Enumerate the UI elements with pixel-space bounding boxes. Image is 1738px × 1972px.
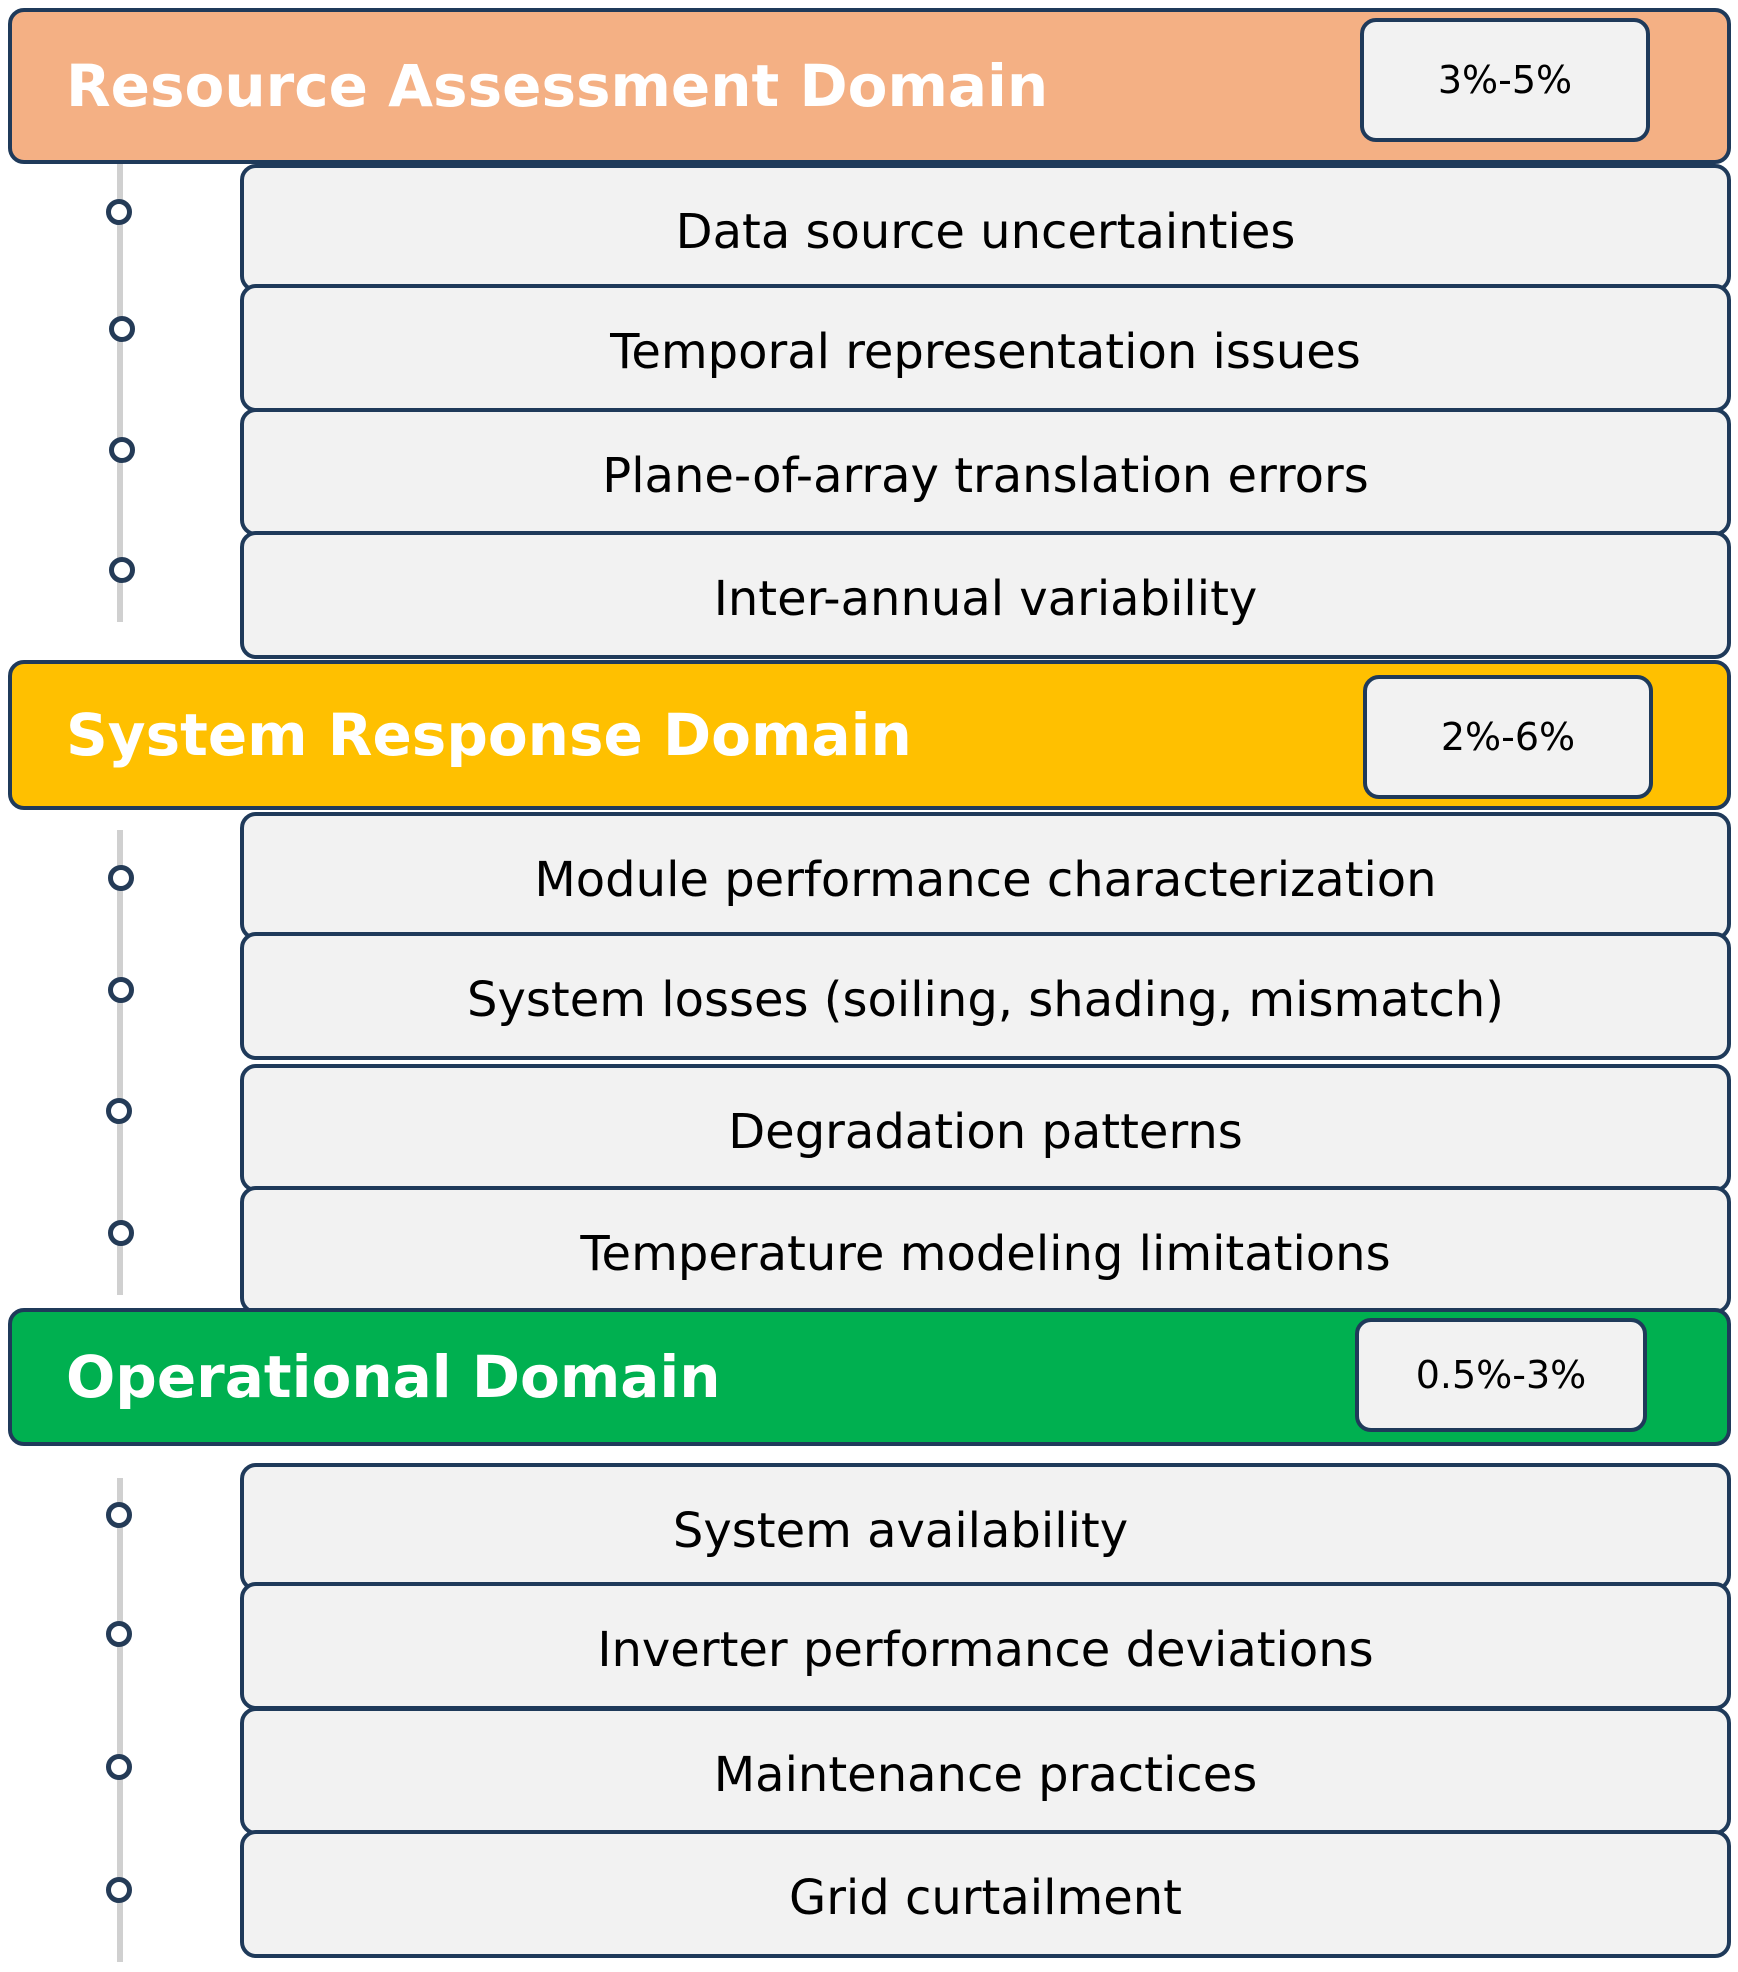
list-item: Degradation patterns [240,1064,1731,1192]
domain-range-badge: 3%-5% [1360,18,1650,142]
domain-title: System Response Domain [66,701,912,769]
timeline-spine [117,1478,123,1962]
domain-range-badge: 2%-6% [1363,675,1653,799]
bullet-dot [106,1754,132,1780]
domain-range-badge: 0.5%-3% [1355,1318,1647,1432]
item-label: Temporal representation issues [610,324,1361,380]
list-item: Inverter performance deviations [240,1582,1731,1710]
item-label: Inverter performance deviations [597,1622,1374,1678]
list-item: Inter-annual variability [240,531,1731,659]
bullet-dot [106,1877,132,1903]
timeline-spine [117,162,123,622]
domain-title: Resource Assessment Domain [66,52,1049,120]
bullet-dot [108,865,134,891]
item-label: Module performance characterization [534,852,1437,908]
list-item: Maintenance practices [240,1707,1731,1835]
list-item: Temperature modeling limitations [240,1186,1731,1314]
list-item: Plane-of-array translation errors [240,408,1731,536]
item-label: Temperature modeling limitations [580,1226,1391,1282]
item-label: Plane-of-array translation errors [602,448,1369,504]
list-item: Grid curtailment [240,1830,1731,1958]
list-item: System losses (soiling, shading, mismatc… [240,932,1731,1060]
bullet-dot [106,1502,132,1528]
bullet-dot [108,977,134,1003]
domain-title: Operational Domain [66,1343,721,1411]
list-item: Temporal representation issues [240,284,1731,412]
bullet-dot [108,1220,134,1246]
timeline-spine [117,830,123,1295]
bullet-dot [106,199,132,225]
list-item: System availability [240,1463,1731,1591]
bullet-dot [109,557,135,583]
item-label: System availability [672,1503,1129,1559]
list-item: Module performance characterization [240,812,1731,940]
item-label: System losses (soiling, shading, mismatc… [467,972,1504,1028]
bullet-dot [109,437,135,463]
item-label: Inter-annual variability [713,571,1258,627]
item-label: Data source uncertainties [675,204,1296,260]
bullet-dot [109,316,135,342]
item-label: Degradation patterns [728,1104,1243,1160]
item-label: Maintenance practices [713,1747,1258,1803]
list-item: Data source uncertainties [240,164,1731,292]
bullet-dot [106,1098,132,1124]
item-label: Grid curtailment [789,1870,1182,1926]
bullet-dot [106,1621,132,1647]
